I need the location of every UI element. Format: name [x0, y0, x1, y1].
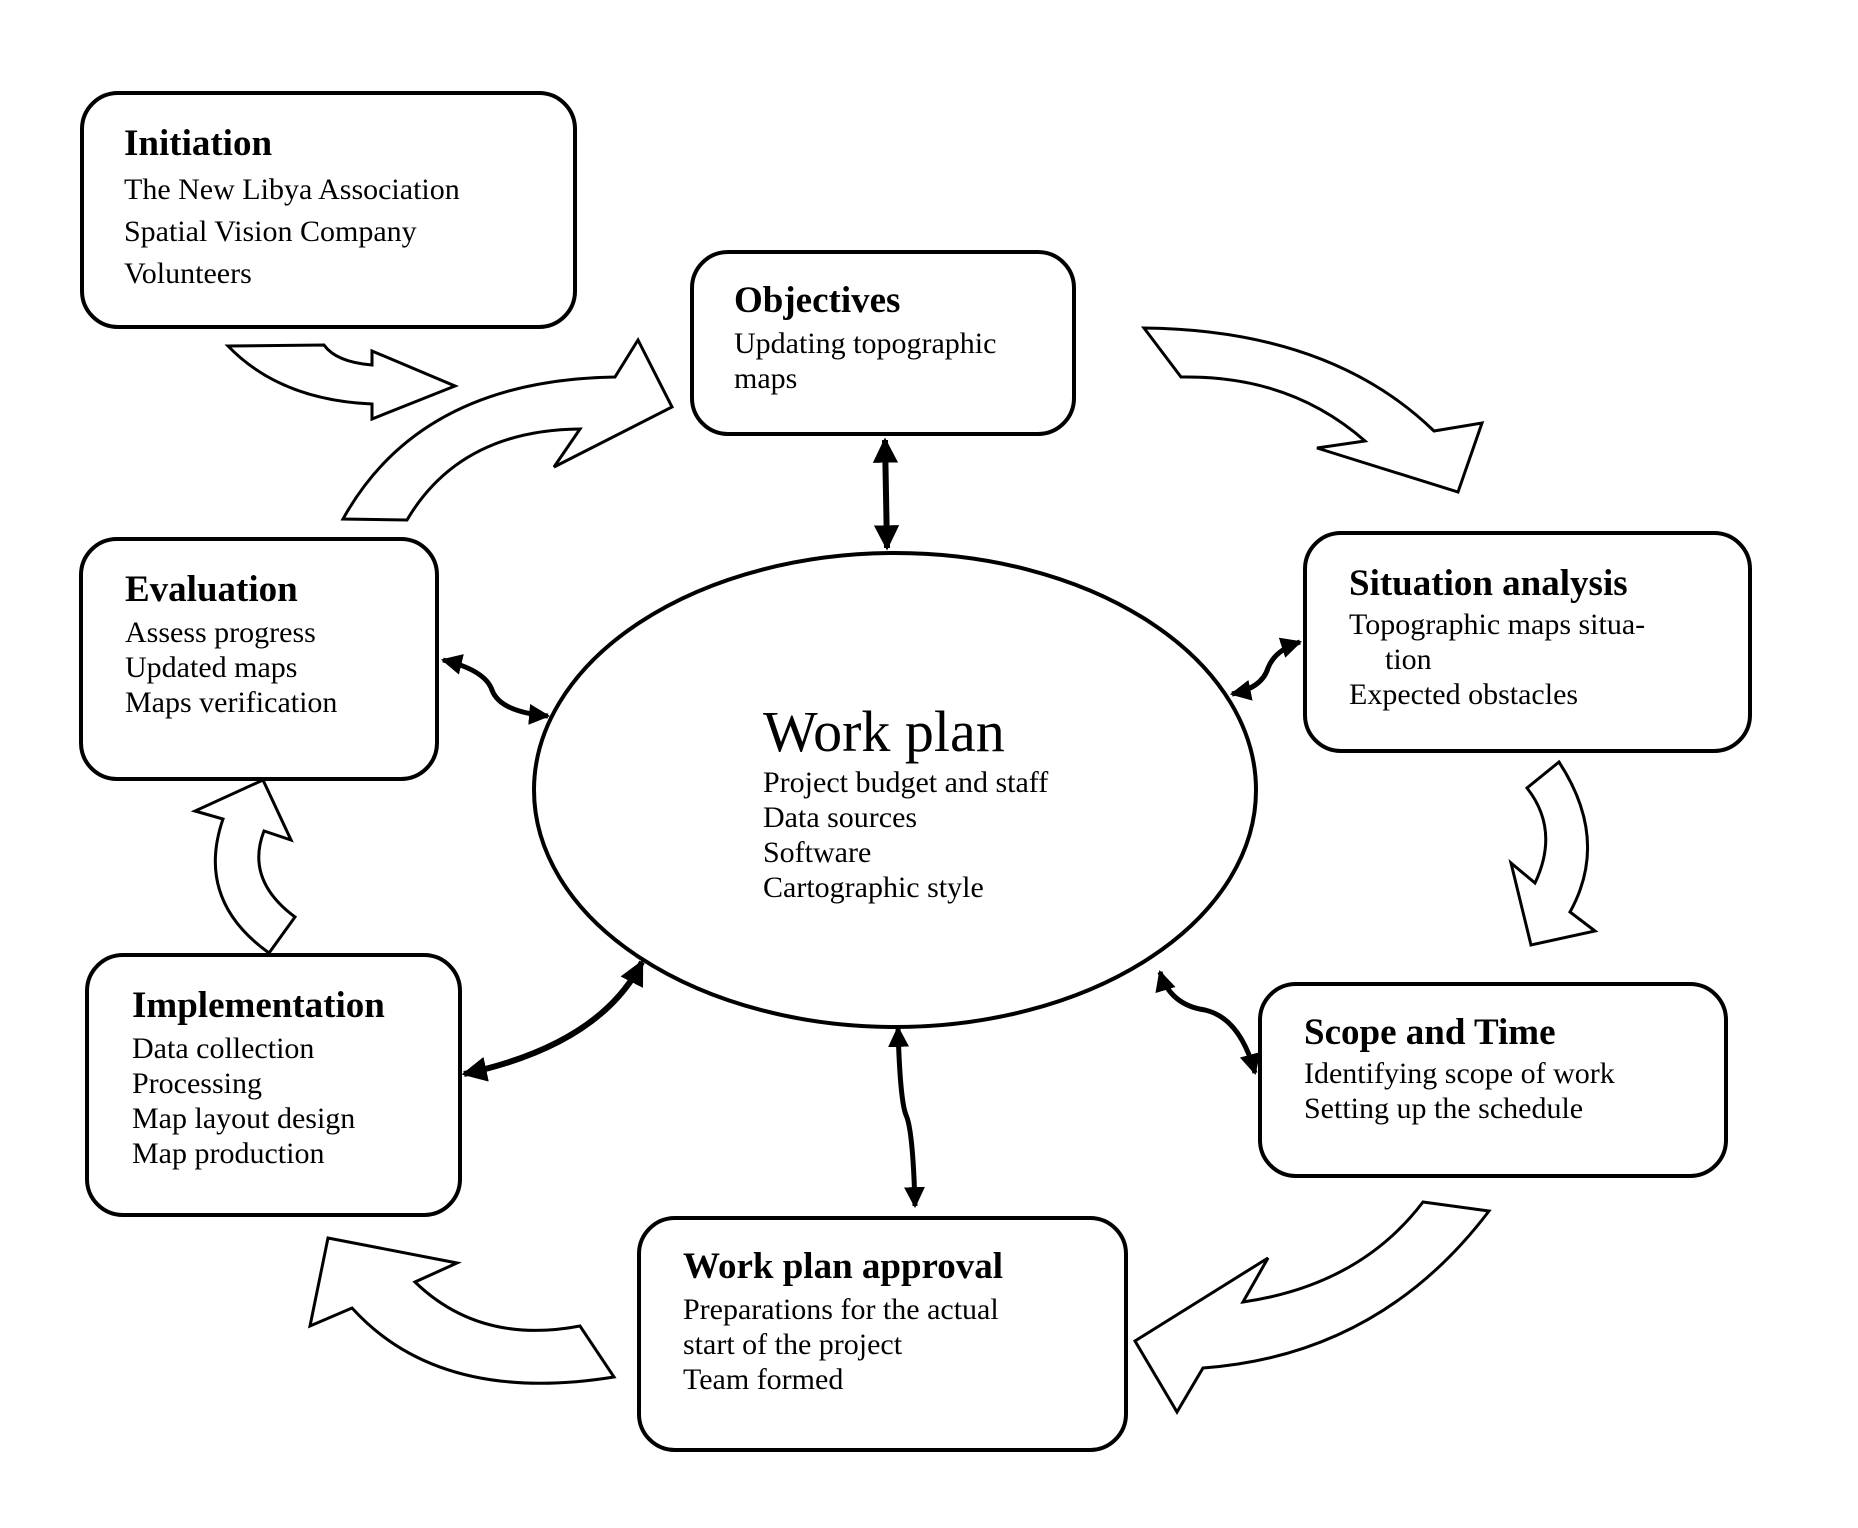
connector-situation	[1229, 637, 1302, 701]
connector-evaluation	[440, 654, 551, 725]
list-item: Setting up the schedule	[1304, 1092, 1584, 1125]
list-item: Expected obstacles	[1349, 678, 1579, 711]
list-item: Software	[763, 836, 872, 869]
list-item: Identifying scope of work	[1304, 1057, 1615, 1090]
objectives-items: Updating topographic maps	[734, 326, 996, 396]
situation-analysis-items: Topographic maps situa- tion Expected ob…	[1349, 607, 1645, 712]
arrow-objectives-to-situation	[1140, 326, 1485, 494]
list-item: start of the project	[683, 1328, 903, 1361]
scope-and-time-box: Scope and Time Identifying scope of work…	[1258, 982, 1728, 1178]
work-plan-items: Project budget and staff Data sources So…	[763, 765, 1048, 905]
evaluation-items: Assess progress Updated maps Maps verifi…	[125, 615, 337, 720]
evaluation-box: Evaluation Assess progress Updated maps …	[79, 537, 439, 781]
list-item: Spatial Vision Company	[124, 215, 417, 248]
scope-and-time-items: Identifying scope of work Setting up the…	[1304, 1056, 1615, 1126]
objectives-title: Objectives	[734, 280, 901, 321]
list-item: Updating topographic	[734, 327, 997, 360]
list-item: Updated maps	[125, 651, 298, 684]
connector-objectives	[872, 437, 900, 551]
situation-analysis-title: Situation analysis	[1349, 563, 1628, 604]
work-plan-text: Work plan Project budget and staff Data …	[763, 703, 1048, 905]
initiation-items: The New Libya Association Spatial Vision…	[124, 169, 460, 295]
arrow-approval-to-implementation	[307, 1236, 617, 1385]
list-item: Team formed	[683, 1363, 844, 1396]
list-item: Processing	[132, 1067, 262, 1100]
work-plan-approval-items: Preparations for the actual start of the…	[683, 1292, 999, 1397]
initiation-box: Initiation The New Libya Association Spa…	[80, 91, 577, 329]
list-item: Data sources	[763, 801, 918, 834]
situation-analysis-box: Situation analysis Topographic maps situ…	[1303, 531, 1752, 753]
work-plan-approval-title: Work plan approval	[683, 1246, 1004, 1287]
evaluation-title: Evaluation	[125, 569, 298, 610]
work-plan-approval-box: Work plan approval Preparations for the …	[637, 1216, 1128, 1452]
initiation-title: Initiation	[124, 123, 273, 164]
list-item: Map layout design	[132, 1102, 356, 1135]
list-item: Data collection	[132, 1032, 315, 1065]
list-item: tion	[1385, 643, 1432, 676]
arrow-implementation-to-evaluation	[190, 778, 298, 956]
list-item: Assess progress	[125, 616, 316, 649]
arrow-scope-to-approval	[1132, 1200, 1492, 1415]
list-item: Volunteers	[124, 257, 252, 290]
list-item: maps	[734, 362, 798, 395]
connector-approval	[888, 1025, 925, 1209]
arrow-evaluation-to-objectives	[340, 336, 675, 522]
list-item: Topographic maps situa-	[1349, 608, 1646, 641]
list-item: Project budget and staff	[763, 766, 1049, 799]
list-item: Cartographic style	[763, 871, 984, 904]
list-item: The New Libya Association	[124, 173, 460, 206]
objectives-box: Objectives Updating topographic maps	[690, 250, 1076, 436]
list-item: Preparations for the actual	[683, 1293, 999, 1326]
implementation-box: Implementation Data collection Processin…	[85, 953, 462, 1217]
arrow-situation-to-scope	[1508, 759, 1599, 947]
list-item: Maps verification	[125, 686, 338, 719]
implementation-items: Data collection Processing Map layout de…	[132, 1031, 355, 1171]
work-plan-title: Work plan	[763, 699, 1005, 764]
list-item: Map production	[132, 1137, 325, 1170]
implementation-title: Implementation	[132, 985, 385, 1026]
connector-scope	[1155, 969, 1261, 1076]
arrow-initiation-to-objectives	[224, 343, 459, 422]
scope-and-time-title: Scope and Time	[1304, 1012, 1556, 1053]
connector-implementation	[461, 959, 645, 1082]
